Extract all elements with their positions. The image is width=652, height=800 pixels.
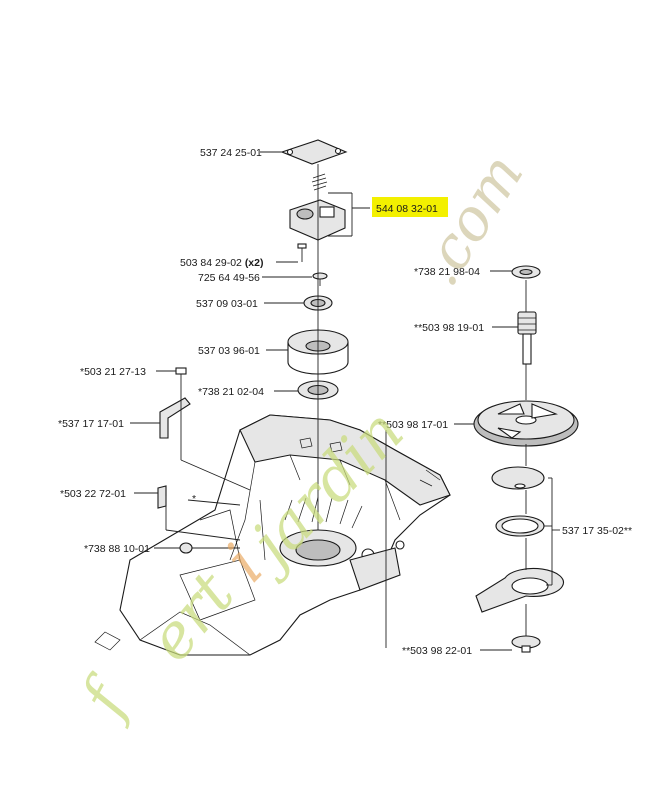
needle-ring [495,515,545,537]
large-gear [473,400,579,447]
highlight-box [372,197,448,217]
label-503-22-72-01: *503 22 72-01 [60,488,126,500]
watermark-f: f [65,664,147,731]
shaft [517,311,537,365]
clutch-lever [475,567,564,613]
part-labels: 537 24 25-01 544 08 32-01 503 84 29-02 (… [58,147,632,657]
label-537-09-03-01: 537 09 03-01 [196,298,258,310]
label-503-98-22-01: **503 98 22-01 [402,645,472,657]
spring [311,173,328,191]
grommet [179,542,193,554]
label-503-98-17-01: **503 98 17-01 [378,419,448,431]
label-503-21-27-13: *503 21 27-13 [80,366,146,378]
left-screw [175,367,187,386]
label-asterisk: * [192,493,196,505]
label-544-08-32-01: 544 08 32-01 [376,203,438,215]
top-cover-plate [280,139,348,165]
screw-pair [297,243,307,262]
small-screw [312,272,328,286]
bracket [159,397,191,439]
bottom-washer [511,635,541,653]
label-738-21-98-04: *738 21 98-04 [414,266,480,278]
throttle-block [289,199,346,241]
label-503-84-29-02: 503 84 29-02 (x2) [180,257,264,269]
label-537-03-96-01: 537 03 96-01 [198,345,260,357]
label-738-21-02-04: *738 21 02-04 [198,386,264,398]
label-725-64-49-56: 725 64 49-56 [198,272,260,284]
label-738-88-10-01: *738 88 10-01 [84,543,150,555]
gear-disc [491,466,545,490]
clip [157,485,167,509]
leader-lines [130,151,560,651]
label-537-24-25-01: 537 24 25-01 [200,147,262,159]
right-washer [511,265,541,279]
label-537-17-17-01: *537 17 17-01 [58,418,124,430]
label-537-17-35-02: 537 17 35-02** [562,525,632,537]
label-503-98-19-01: **503 98 19-01 [414,322,484,334]
gear-housing [94,414,451,656]
